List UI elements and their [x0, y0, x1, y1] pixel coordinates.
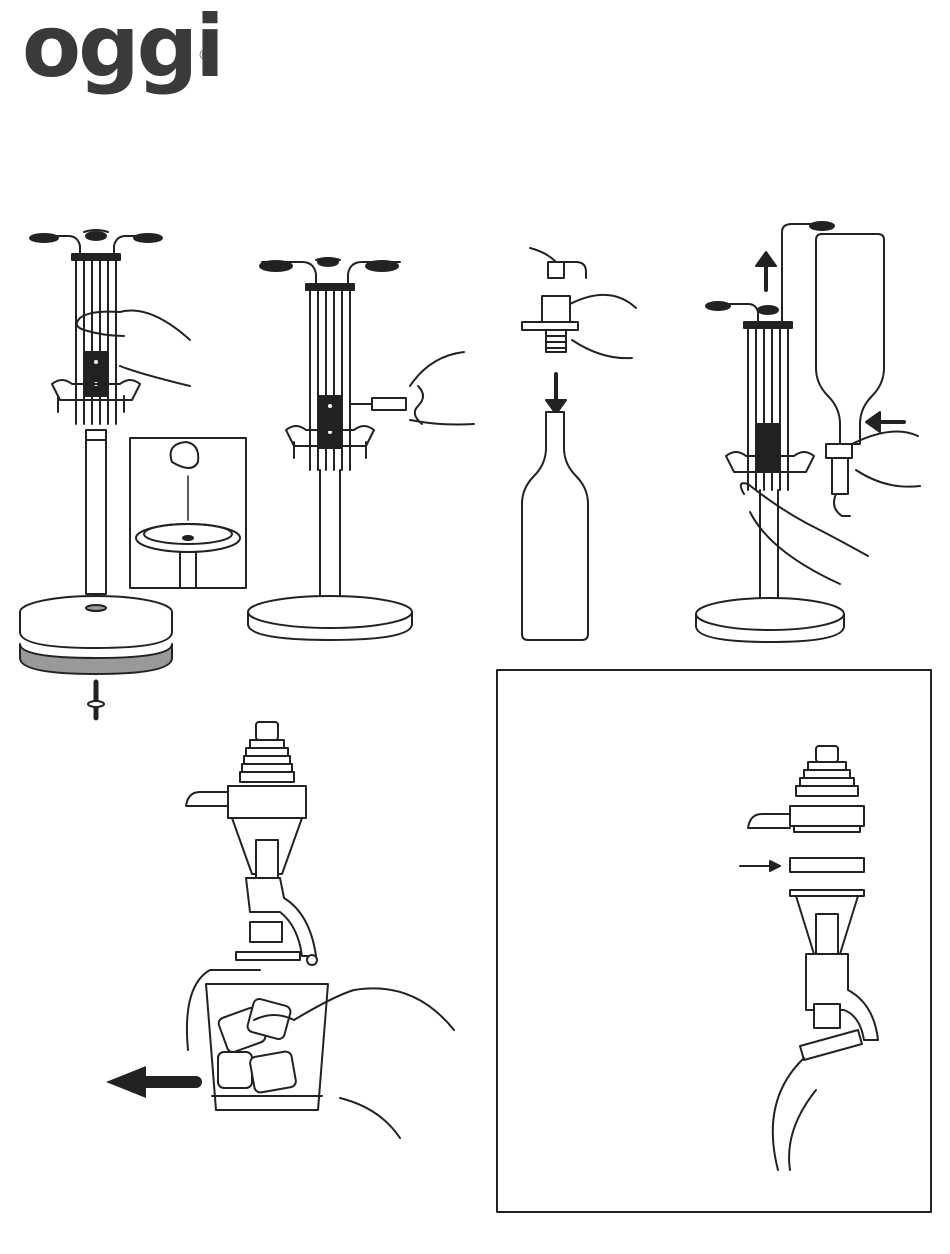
step-5-figure [106, 722, 454, 1138]
inset-exploded-figure [497, 670, 931, 1212]
step-1-figure [20, 230, 246, 718]
step-3-figure [522, 248, 636, 640]
step-2-figure [248, 258, 474, 640]
step-4-figure [696, 222, 920, 642]
